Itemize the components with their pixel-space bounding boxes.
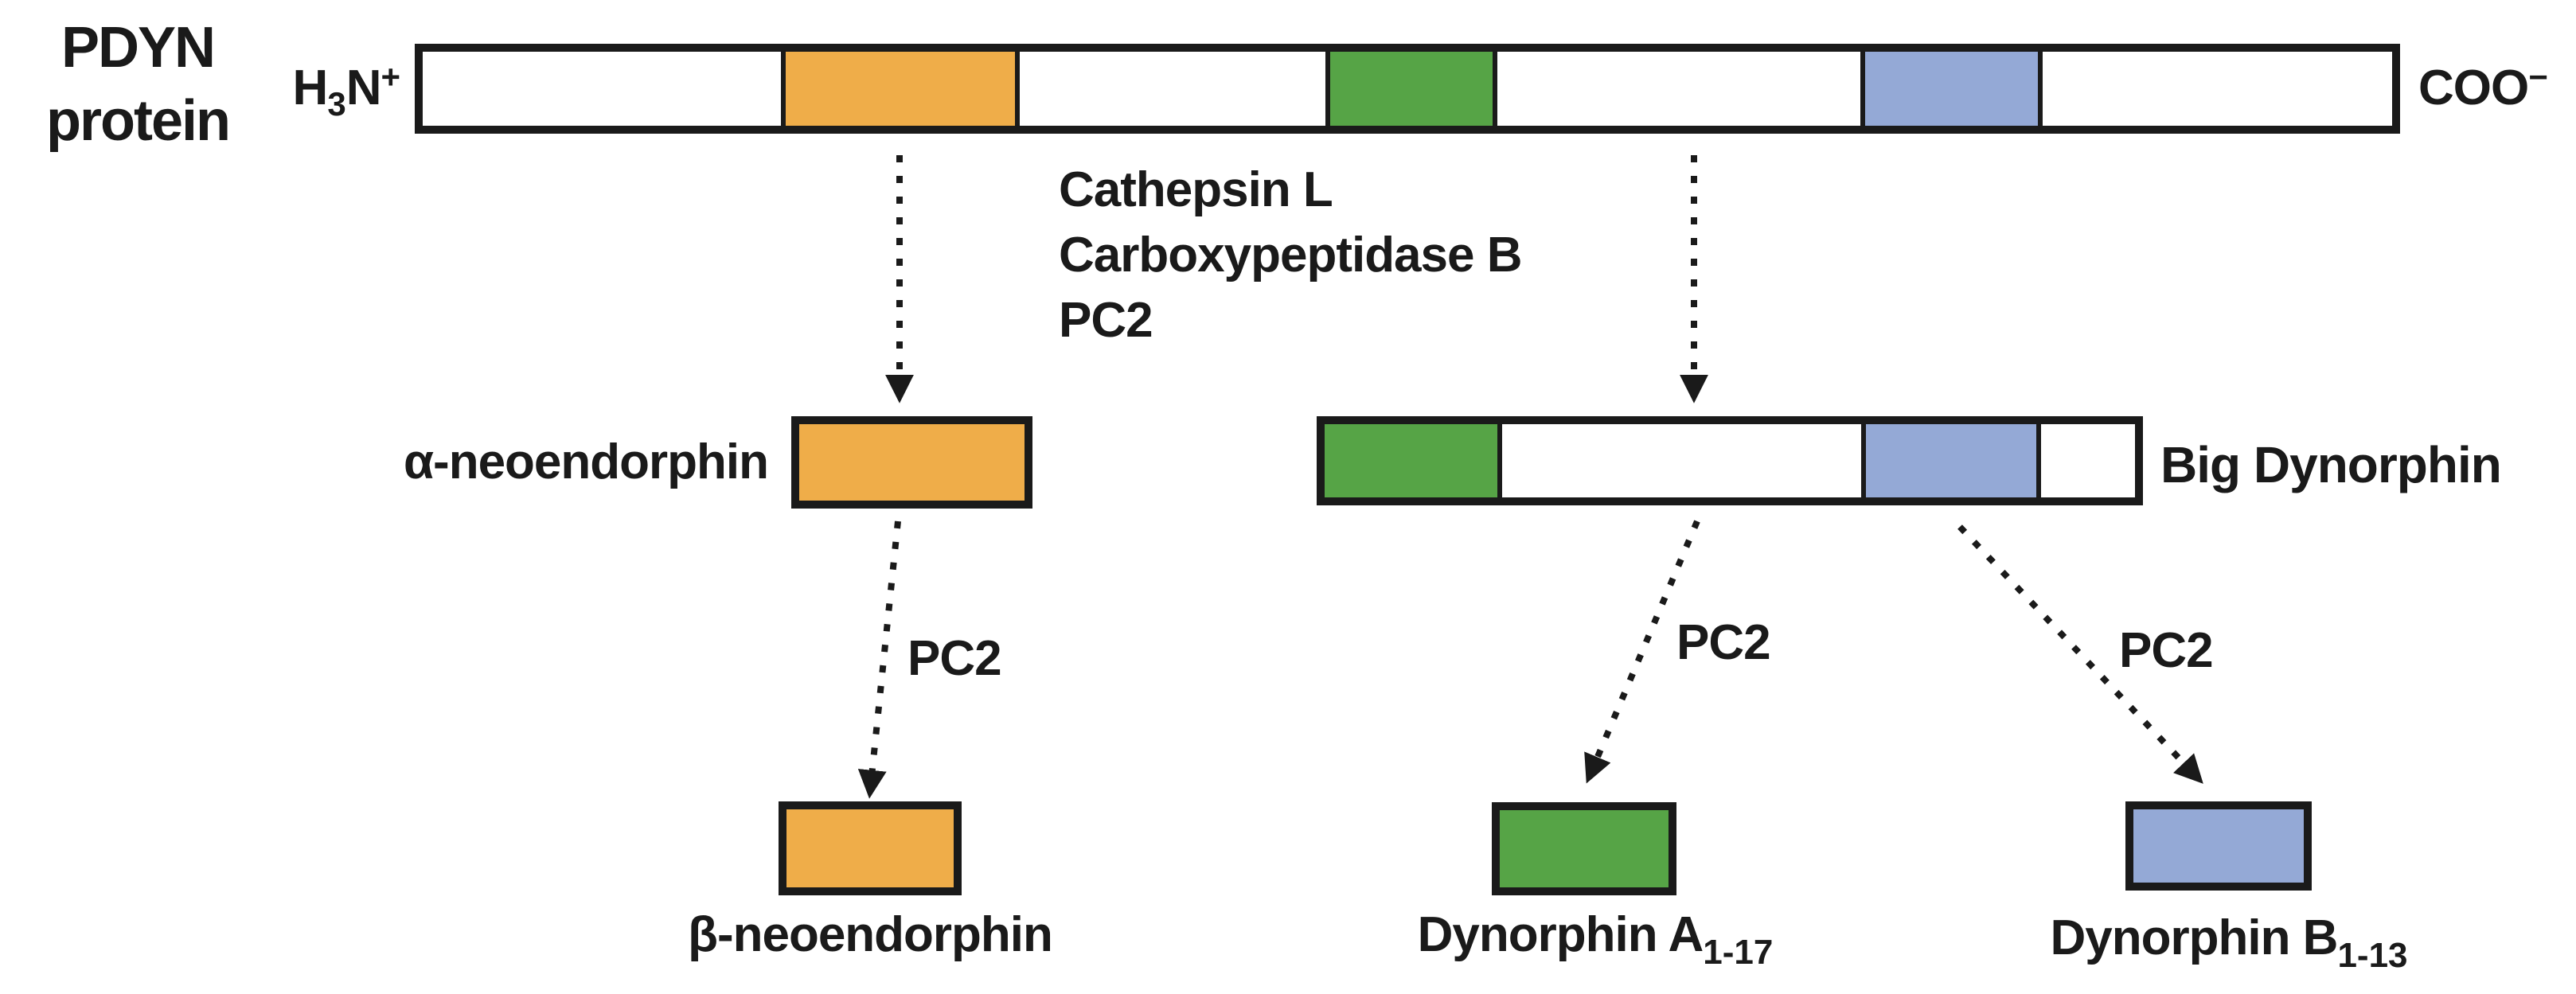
arrow-alpha-to-beta-neoendorphin xyxy=(857,520,901,799)
pdyn-precursor-bar xyxy=(415,44,2400,134)
pc2-label-middle: PC2 xyxy=(1676,615,1771,670)
dynorphin-a-box xyxy=(1492,802,1676,895)
n-terminus-label: H3N+ xyxy=(235,51,400,131)
segment-blue xyxy=(1861,424,2036,497)
enzyme-pc2: PC2 xyxy=(1059,293,1153,348)
alpha-neoendorphin-box xyxy=(791,416,1032,509)
segment-white xyxy=(1015,52,1325,126)
segment-white xyxy=(1497,424,1861,497)
dynorphin-a-name: Dynorphin A xyxy=(1417,907,1704,962)
enzyme-carboxypeptidase-b: Carboxypeptidase B xyxy=(1059,228,1523,283)
segment-white xyxy=(1493,52,1860,126)
dynorphin-b-box xyxy=(2125,801,2312,891)
segment-green xyxy=(1325,52,1493,126)
big-dynorphin-bar xyxy=(1317,416,2143,505)
dynorphin-a-subscript: 1-17 xyxy=(1703,933,1774,972)
segment-blue xyxy=(1860,52,2038,126)
segment-white xyxy=(2038,52,2392,126)
segment-white xyxy=(423,52,781,126)
c-terminus-label: COO− xyxy=(2418,51,2548,115)
enzyme-cathepsin-l: Cathepsin L xyxy=(1059,162,1333,217)
enzyme-list: Cathepsin L Carboxypeptidase B PC2 xyxy=(1059,158,1523,353)
n-terminus-n: N xyxy=(345,60,382,115)
pc2-label-left: PC2 xyxy=(907,631,1002,686)
segment-orange xyxy=(781,52,1015,126)
title-line-2: protein xyxy=(46,89,231,153)
dynorphin-b-label: Dynorphin B1-13 xyxy=(2050,912,2407,982)
title-line-1: PDYN xyxy=(60,16,216,80)
segment-white xyxy=(2036,424,2135,497)
segment-green xyxy=(1325,424,1497,497)
n-terminus-sub: 3 xyxy=(327,85,346,123)
diagram-title: PDYN protein xyxy=(14,11,261,158)
n-terminus-charge: + xyxy=(381,58,400,96)
n-terminus-h: H xyxy=(292,60,329,115)
beta-neoendorphin-label: β-neoendorphin xyxy=(688,907,1053,962)
big-dynorphin-label: Big Dynorphin xyxy=(2160,436,2502,493)
pc2-label-right: PC2 xyxy=(2119,623,2214,678)
beta-neoendorphin-box xyxy=(779,801,962,895)
c-terminus-coo: COO xyxy=(2418,60,2529,115)
dynorphin-b-subscript: 1-13 xyxy=(2337,936,2408,975)
c-terminus-charge: − xyxy=(2528,58,2548,96)
dynorphin-b-name: Dynorphin B xyxy=(2050,910,2338,965)
alpha-neoendorphin-label: α-neoendorphin xyxy=(403,435,769,489)
dynorphin-a-label: Dynorphin A1-17 xyxy=(1418,909,1774,979)
